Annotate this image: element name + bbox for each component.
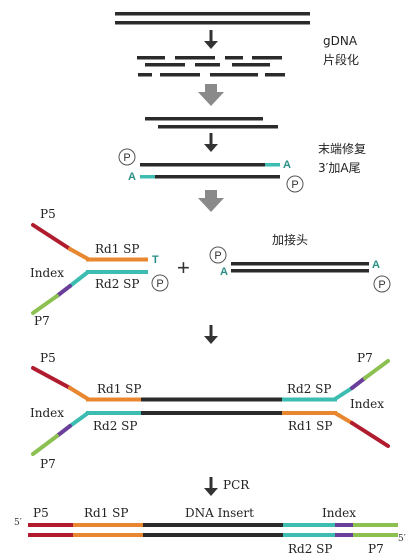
arrow-down-2 xyxy=(204,133,218,152)
p7-label: P7 xyxy=(40,457,56,471)
phosphate-icon: P xyxy=(151,274,169,292)
a-overhang-right: A xyxy=(283,159,291,171)
arrow-down-pcr xyxy=(204,477,218,496)
five-prime-left: 5′ xyxy=(14,518,22,528)
gdna-double-strand xyxy=(115,12,310,25)
plus-sign: + xyxy=(177,255,190,280)
p5-label-final: P5 xyxy=(33,506,49,520)
repaired-fragment xyxy=(140,163,280,179)
a-tailed-insert xyxy=(231,262,369,273)
end-repair-label: 末端修复 xyxy=(318,141,366,156)
dna-insert-label: DNA Insert xyxy=(185,506,254,520)
pcr-label: PCR xyxy=(223,478,250,492)
rd1-sp-label: Rd1 SP xyxy=(97,382,141,396)
arrow-down-3 xyxy=(204,325,218,344)
a-overhang-insert-left: A xyxy=(220,266,228,278)
p7-label: P7 xyxy=(34,314,50,328)
a-overhang-insert-right: A xyxy=(372,259,380,271)
svg-text:P: P xyxy=(214,250,221,262)
p7-label-final: P7 xyxy=(368,542,384,556)
p5-label: P5 xyxy=(40,351,56,365)
p5-label: P5 xyxy=(40,207,56,221)
y-adapter xyxy=(31,223,148,315)
rd2-sp-label: Rd2 SP xyxy=(95,277,139,291)
a-tailing-label: 3′加A尾 xyxy=(318,161,361,175)
gdna-label: gDNA xyxy=(323,34,358,48)
dna-fragment xyxy=(145,117,278,129)
svg-text:P: P xyxy=(123,152,130,164)
arrow-down-gray-1 xyxy=(198,84,224,106)
phosphate-icon: P xyxy=(209,246,227,264)
phosphate-icon: P xyxy=(286,175,304,193)
final-library-bottom-strand xyxy=(28,533,398,537)
svg-text:P: P xyxy=(156,278,163,290)
rd1-sp-label-right: Rd1 SP xyxy=(288,419,332,433)
fragmented-dna xyxy=(137,56,285,77)
index-label: Index xyxy=(30,266,64,280)
svg-text:P: P xyxy=(378,279,385,291)
phosphate-icon: P xyxy=(118,148,136,166)
ligated-product xyxy=(31,359,390,456)
index-label-right: Index xyxy=(350,397,384,411)
rd2-sp-label-right: Rd2 SP xyxy=(287,382,331,396)
svg-text:P: P xyxy=(291,179,298,191)
rd1-sp-label-final: Rd1 SP xyxy=(84,506,128,520)
fragmentation-label: 片段化 xyxy=(323,52,359,67)
rd1-sp-label: Rd1 SP xyxy=(95,242,139,256)
final-library-top-strand xyxy=(28,523,398,527)
phosphate-icon: P xyxy=(373,275,391,293)
a-overhang-left: A xyxy=(128,171,136,183)
ligation-label: 加接头 xyxy=(272,232,308,247)
rd2-sp-label: Rd2 SP xyxy=(93,419,137,433)
index-label: Index xyxy=(30,406,64,420)
five-prime-right: 5′ xyxy=(398,534,406,544)
p7-label-right: P7 xyxy=(357,351,373,365)
t-overhang: T xyxy=(152,254,159,266)
arrow-down-gray-2 xyxy=(198,190,224,212)
arrow-down-1 xyxy=(204,30,218,49)
index-label-final: Index xyxy=(322,506,356,520)
rd2-sp-label-final: Rd2 SP xyxy=(288,542,332,556)
